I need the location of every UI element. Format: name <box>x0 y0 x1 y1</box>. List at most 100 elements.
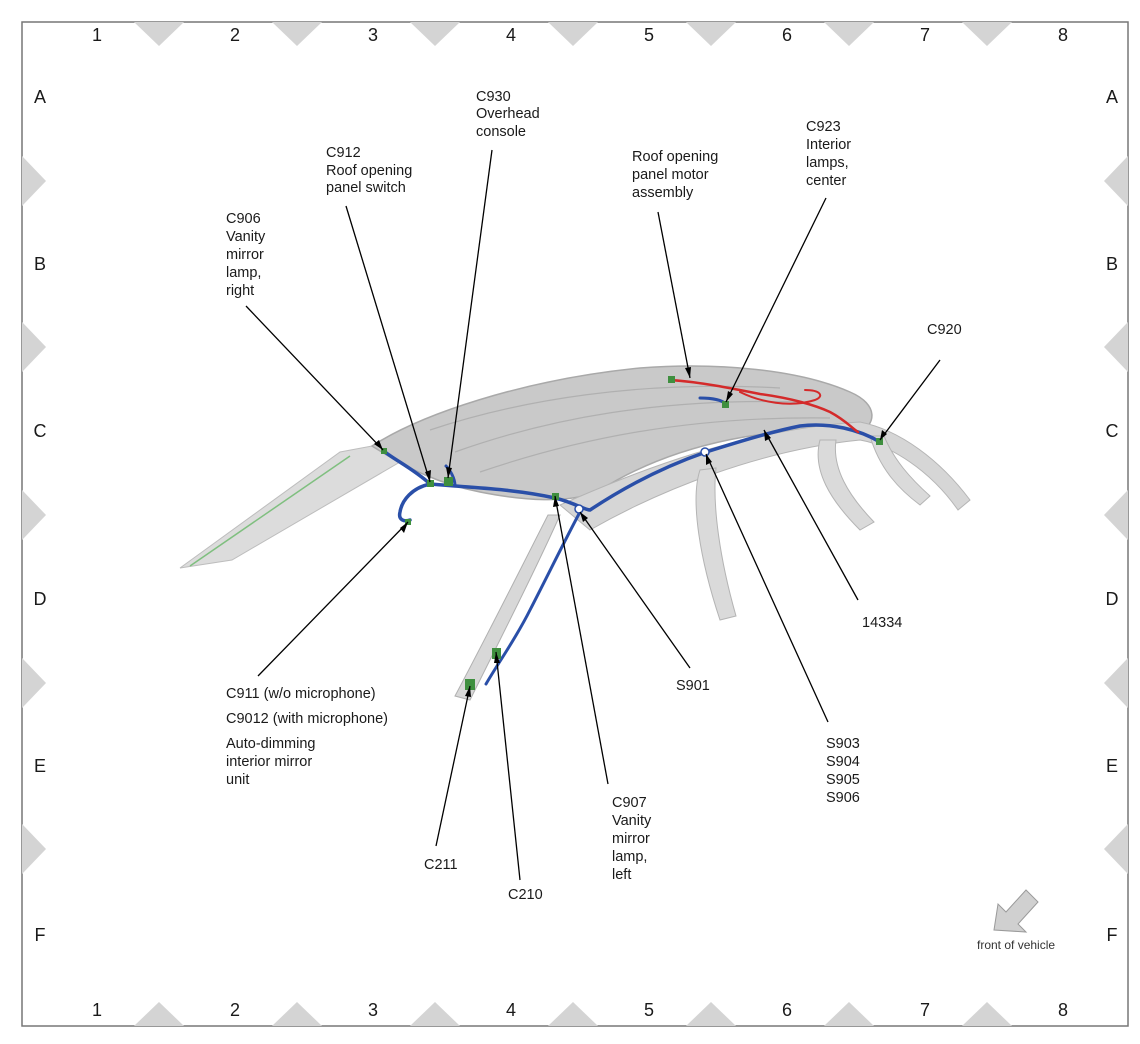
callout-line: C211 <box>424 857 458 873</box>
arrowhead <box>764 430 771 441</box>
grid-separators <box>22 22 1128 1026</box>
connector-c211 <box>465 679 475 690</box>
overhead-console-branch <box>444 464 457 488</box>
splice-s901 <box>574 504 584 514</box>
callout-line: C911 (w/o microphone) <box>226 686 376 702</box>
grid-column-labels-bottom: 1 2 3 4 5 6 7 8 <box>92 1000 1068 1020</box>
connector-c923 <box>722 401 729 408</box>
callout-line: C210 <box>508 887 543 903</box>
grid-row-label: B <box>34 254 46 274</box>
grid-row-label: D <box>1106 589 1119 609</box>
windshield-trim <box>189 455 351 567</box>
callout-c210: C210 <box>508 887 543 903</box>
connector-c930 <box>444 477 453 486</box>
callout-c930: C930 Overhead console <box>476 89 540 140</box>
callout-line: S906 <box>826 790 860 806</box>
grid-row-label: A <box>1106 87 1118 107</box>
callout-line: C920 <box>927 322 962 338</box>
roof-motor-harness-red-loop <box>739 389 822 405</box>
callout-line: unit <box>226 772 249 788</box>
leader-c911 <box>257 521 409 677</box>
grid-col-label: 5 <box>644 1000 654 1020</box>
wiring-harness <box>383 378 882 686</box>
grid-col-label: 2 <box>230 25 240 45</box>
callout-c920: C920 <box>927 322 962 338</box>
front-of-vehicle-label: front of vehicle <box>977 938 1055 952</box>
grid-col-label: 8 <box>1058 25 1068 45</box>
callout-line: C912 <box>326 145 361 161</box>
callout-line: Vanity <box>612 813 652 829</box>
callout-splices: S903 S904 S905 S906 <box>826 736 860 806</box>
grid-col-label: 3 <box>368 1000 378 1020</box>
callout-line: Interior <box>806 137 851 153</box>
callout-line: lamps, <box>806 155 849 171</box>
grid-col-label: 5 <box>644 25 654 45</box>
arrowhead <box>494 652 500 663</box>
grid-col-label: 6 <box>782 25 792 45</box>
callout-line: C923 <box>806 119 841 135</box>
grid-col-label: 7 <box>920 1000 930 1020</box>
grid-row-label: B <box>1106 254 1118 274</box>
arrowhead <box>685 367 691 378</box>
connector-c906 <box>381 448 387 454</box>
callout-line: right <box>226 283 254 299</box>
grid-col-label: 7 <box>920 25 930 45</box>
mirror-branch-harness <box>397 482 432 523</box>
leader-c906 <box>245 305 384 451</box>
c-pillar <box>817 439 875 531</box>
arrowhead <box>580 512 588 522</box>
connector-c920 <box>876 438 883 445</box>
front-arrow-icon <box>993 889 1039 933</box>
grid-row-label: E <box>34 756 46 776</box>
grid-col-label: 6 <box>782 1000 792 1020</box>
callout-line: Overhead <box>476 106 540 122</box>
callout-line: panel switch <box>326 180 406 196</box>
callout-c907: C907 Vanity mirror lamp, left <box>612 795 652 883</box>
callout-c912: C912 Roof opening panel switch <box>326 145 412 196</box>
d-pillar <box>869 435 931 506</box>
grid-col-label: 1 <box>92 1000 102 1020</box>
leader-c912 <box>345 205 431 483</box>
callout-c911: C911 (w/o microphone) C9012 (with microp… <box>226 686 388 788</box>
leader-c920 <box>879 359 941 441</box>
callout-14334: 14334 <box>862 615 902 631</box>
grid-col-label: 1 <box>92 25 102 45</box>
callout-line: Roof opening <box>326 163 412 179</box>
leader-splices <box>705 453 829 723</box>
callout-line: lamp, <box>226 265 261 281</box>
grid-column-labels-top: 1 2 3 4 5 6 7 8 <box>92 25 1068 45</box>
leader-motor <box>657 211 691 379</box>
callout-line: center <box>806 173 846 189</box>
arrowhead <box>374 440 383 450</box>
callout-line: S904 <box>826 754 860 770</box>
grid-col-label: 2 <box>230 1000 240 1020</box>
leader-s901 <box>579 511 691 669</box>
callout-line: console <box>476 124 526 140</box>
callout-s901: S901 <box>676 678 710 694</box>
grid-col-label: 8 <box>1058 1000 1068 1020</box>
arrowhead <box>400 522 408 533</box>
callout-line: C906 <box>226 211 261 227</box>
leader-lines <box>245 149 941 881</box>
grid-col-label: 4 <box>506 1000 516 1020</box>
roof-motor-harness-red <box>668 378 860 434</box>
callout-c923: C923 Interior lamps, center <box>806 119 851 189</box>
b-pillar <box>695 467 737 621</box>
splice-s903-906 <box>700 447 710 457</box>
arrowhead <box>553 496 559 507</box>
callout-line: 14334 <box>862 615 902 631</box>
callout-c211: C211 <box>424 857 458 873</box>
arrowhead <box>726 391 733 402</box>
grid-col-label: 4 <box>506 25 516 45</box>
callout-line: S901 <box>676 678 710 694</box>
arrowhead <box>880 430 887 440</box>
leader-c907 <box>554 495 609 785</box>
callout-line: lamp, <box>612 849 647 865</box>
callout-line: Roof opening <box>632 149 718 165</box>
connector-roof-motor <box>668 376 675 383</box>
leader-c930 <box>447 149 493 479</box>
callout-line: S905 <box>826 772 860 788</box>
grid-row-label: A <box>34 87 46 107</box>
callout-line: Auto-dimming <box>226 736 315 752</box>
